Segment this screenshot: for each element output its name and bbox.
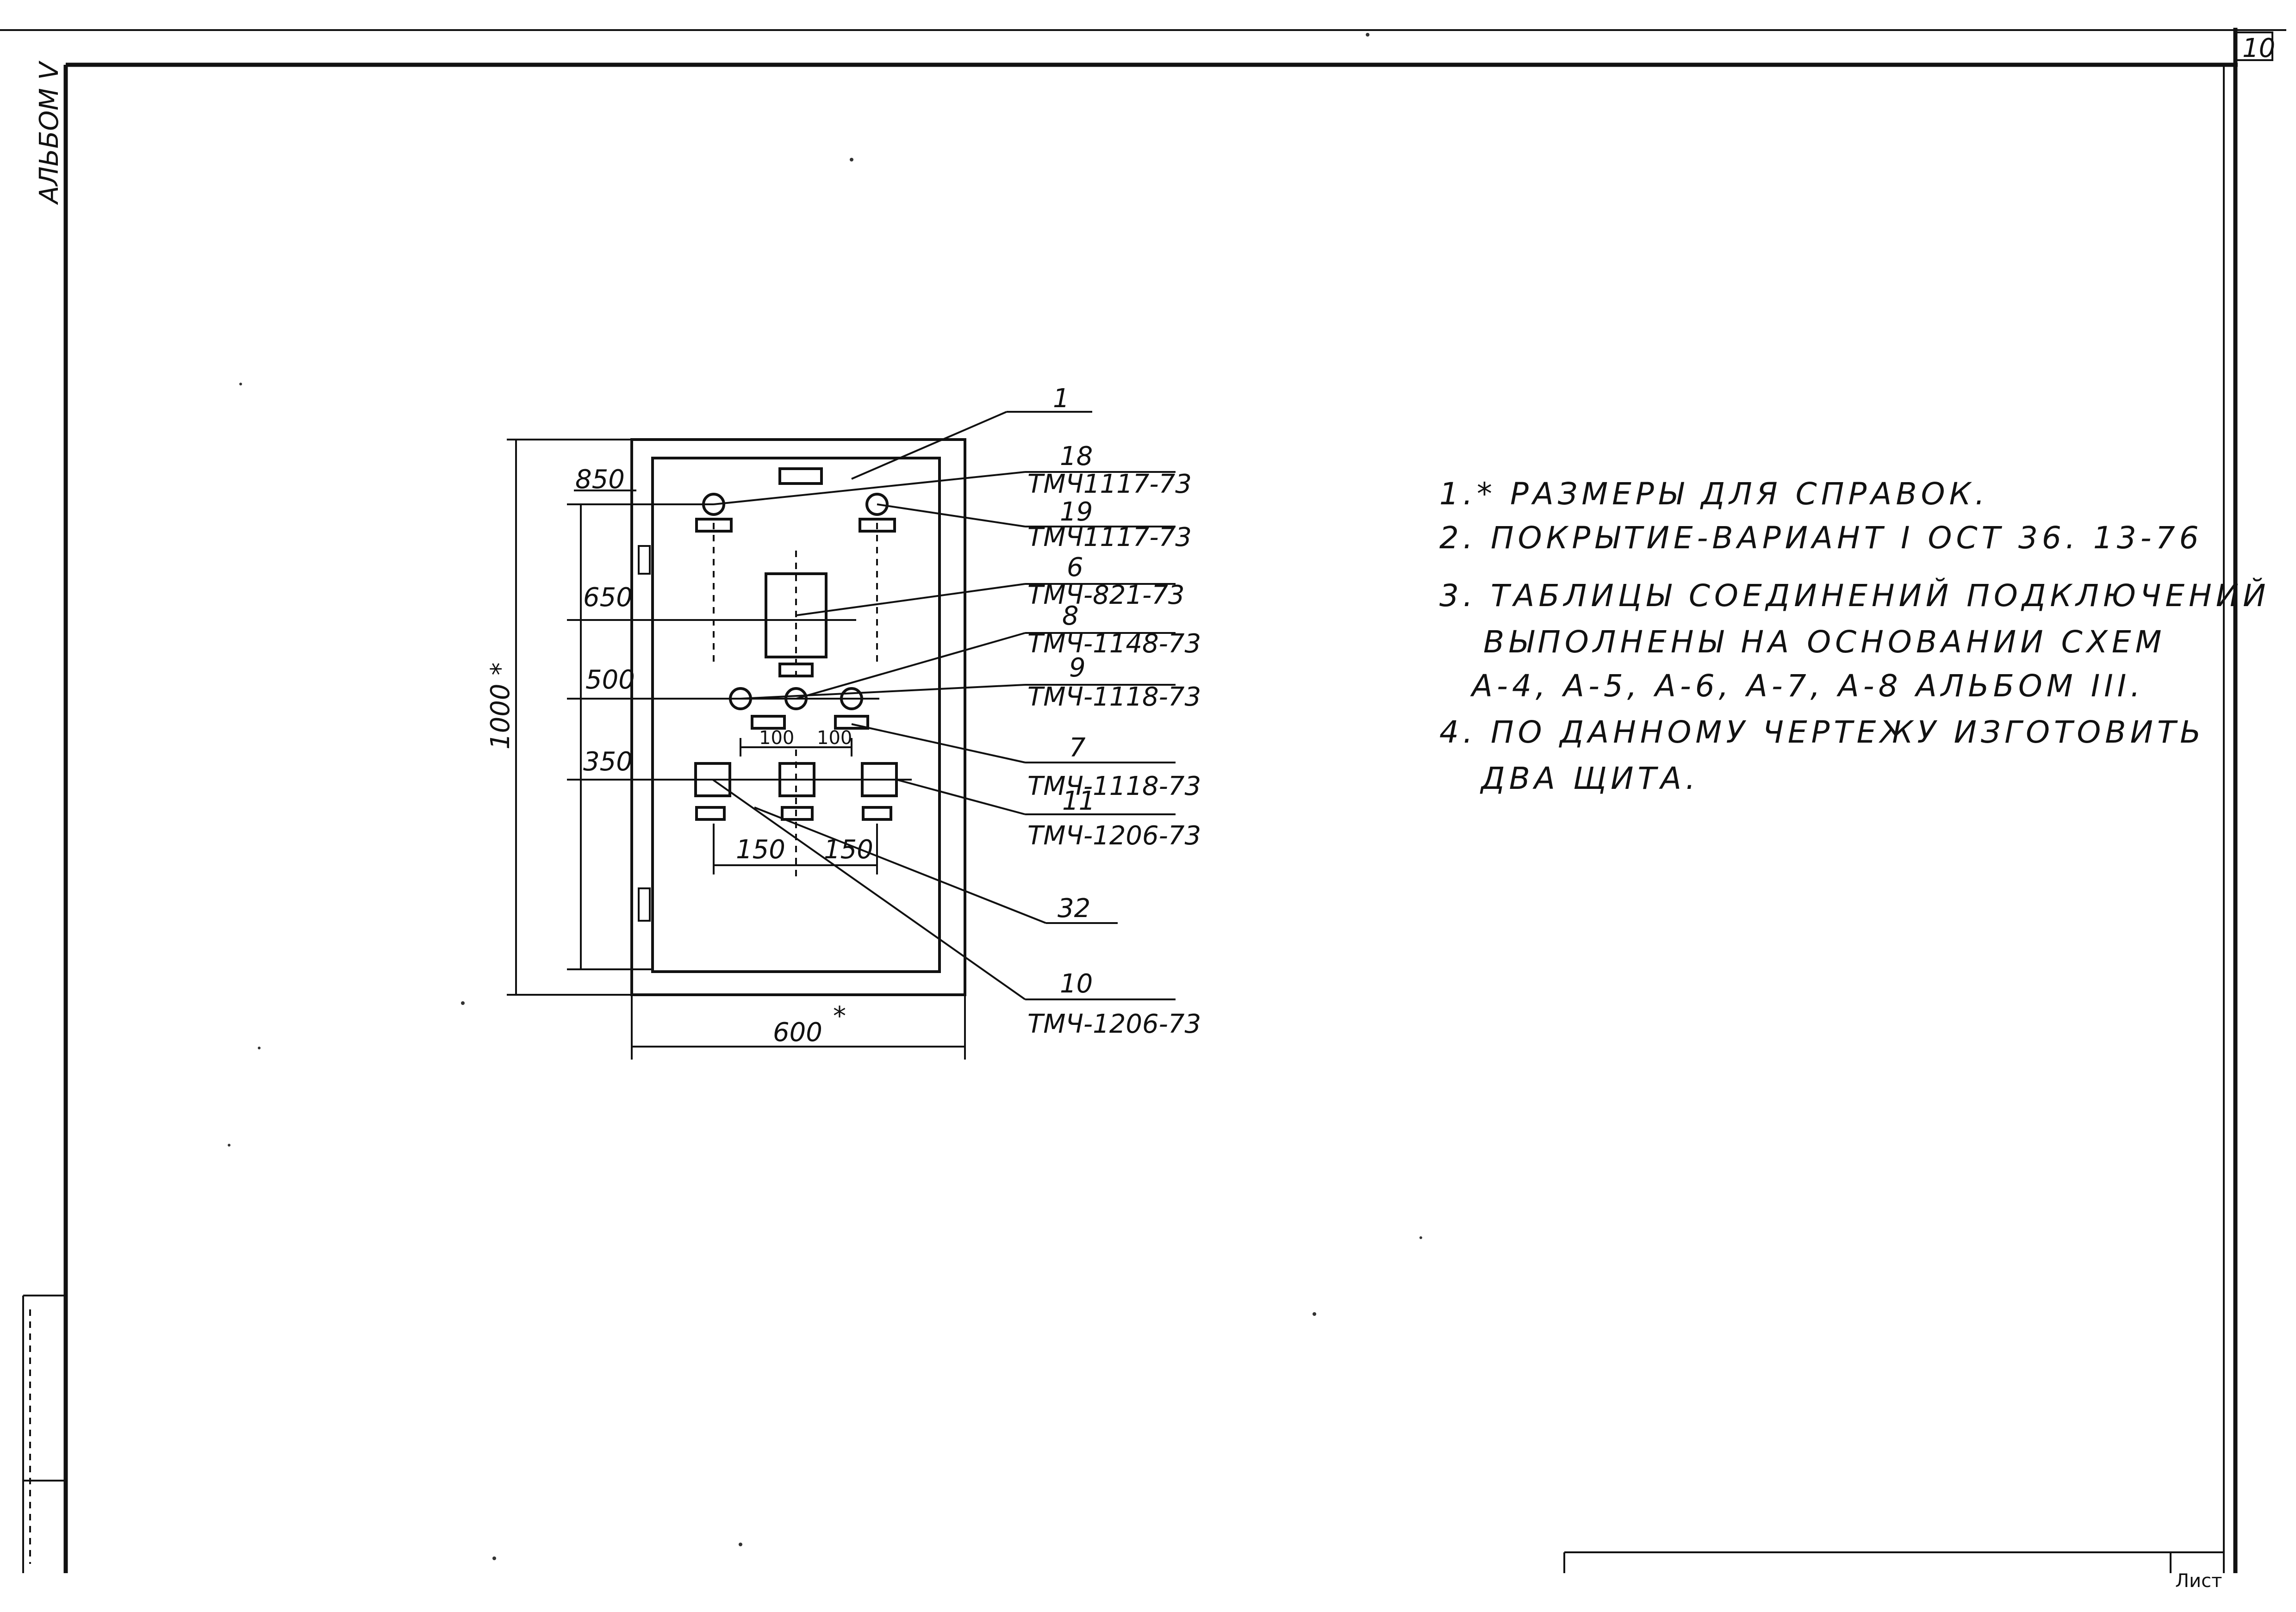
callout-10-number: 10 <box>1060 969 1093 999</box>
stamp-strip <box>22 1295 66 1573</box>
callout-6-number: 6 <box>1067 552 1083 583</box>
album-label: АЛЬБОМ V <box>34 61 64 205</box>
hinge-bottom <box>638 887 651 922</box>
dim-350: 350 <box>583 747 633 777</box>
notes: 1.* РАЗМЕРЫ ДЛЯ СПРАВОК. 2. ПОКРЫТИЕ-ВАР… <box>1439 476 2270 796</box>
callout-19-code: ТМЧ1117-73 <box>1027 522 1192 552</box>
lamp-row500-mid <box>784 687 808 710</box>
callout-6-code: ТМЧ-821-73 <box>1027 580 1184 610</box>
callout-1-number: 1 <box>1053 384 1070 414</box>
callout-7-code: ТМЧ-1118-73 <box>1027 771 1201 801</box>
lamp-19 <box>865 493 889 516</box>
dim-width-star: * <box>833 1001 846 1031</box>
callout-11-code: ТМЧ-1206-73 <box>1027 821 1201 851</box>
callout-9-code: ТМЧ-1118-73 <box>1027 682 1201 712</box>
dim-150-left: 150 <box>736 835 785 865</box>
callout-18-code: ТМЧ1117-73 <box>1027 469 1192 499</box>
meter-6 <box>765 572 828 658</box>
lamp-row500-right <box>840 687 863 710</box>
callout-19-number: 19 <box>1060 497 1093 527</box>
callout-11-number: 11 <box>1062 786 1095 816</box>
dim-height-total: 1000 * <box>485 663 516 750</box>
switch-10 <box>694 762 731 797</box>
note-4-line1: 4. ПО ДАННОМУ ЧЕРТЕЖУ ИЗГОТОВИТЬ <box>1439 714 2205 750</box>
dim-100-right: 100 <box>817 727 852 749</box>
dim-150-right: 150 <box>824 835 873 865</box>
scan-specks <box>228 33 1422 1560</box>
label-plate <box>778 467 823 485</box>
note-1: 1.* РАЗМЕРЫ ДЛЯ СПРАВОК. <box>1439 476 1989 512</box>
switch-32 <box>778 762 815 797</box>
callout-8-number: 8 <box>1062 601 1079 631</box>
callout-10-code: ТМЧ-1206-73 <box>1027 1009 1201 1039</box>
title-block-sheet-label: Лист <box>2175 1570 2222 1592</box>
callout-32-number: 32 <box>1058 893 1090 924</box>
callout-8-code: ТМЧ-1148-73 <box>1027 629 1201 659</box>
dim-width-total: 600 <box>773 1017 822 1048</box>
dim-100-left: 100 <box>759 727 794 749</box>
dim-650: 650 <box>583 583 633 613</box>
hinge-top <box>638 545 651 575</box>
note-2: 2. ПОКРЫТИЕ-ВАРИАНТ I ОСТ 36. 13-76 <box>1439 520 2203 556</box>
note-4-line2: ДВА ЩИТА. <box>1480 761 1699 796</box>
title-block <box>1563 1551 2224 1573</box>
dim-850: 850 <box>575 465 625 495</box>
panel-door <box>651 457 941 973</box>
sheet-number: 10 <box>2242 33 2275 63</box>
callout-18-number: 18 <box>1060 441 1093 471</box>
panel-outer <box>630 438 966 996</box>
dim-500: 500 <box>585 665 635 695</box>
callout-7-number: 7 <box>1069 733 1086 763</box>
callouts: 1 18 ТМЧ1117-73 19 ТМЧ1117-73 6 ТМЧ-821-… <box>1027 384 1201 1039</box>
note-3-line1: 3. ТАБЛИЦЫ СОЕДИНЕНИЙ ПОДКЛЮЧЕНИЙ <box>1439 577 2270 614</box>
callout-9-number: 9 <box>1069 653 1086 683</box>
note-3-line2: ВЫПОЛНЕНЫ НА ОСНОВАНИИ СХЕМ <box>1483 624 2166 660</box>
note-3-line3: А-4, А-5, А-6, А-7, А-8 АЛЬБОМ III. <box>1470 668 2144 704</box>
panel-drawing <box>507 411 1176 1060</box>
sheet-frame <box>0 28 2286 1573</box>
